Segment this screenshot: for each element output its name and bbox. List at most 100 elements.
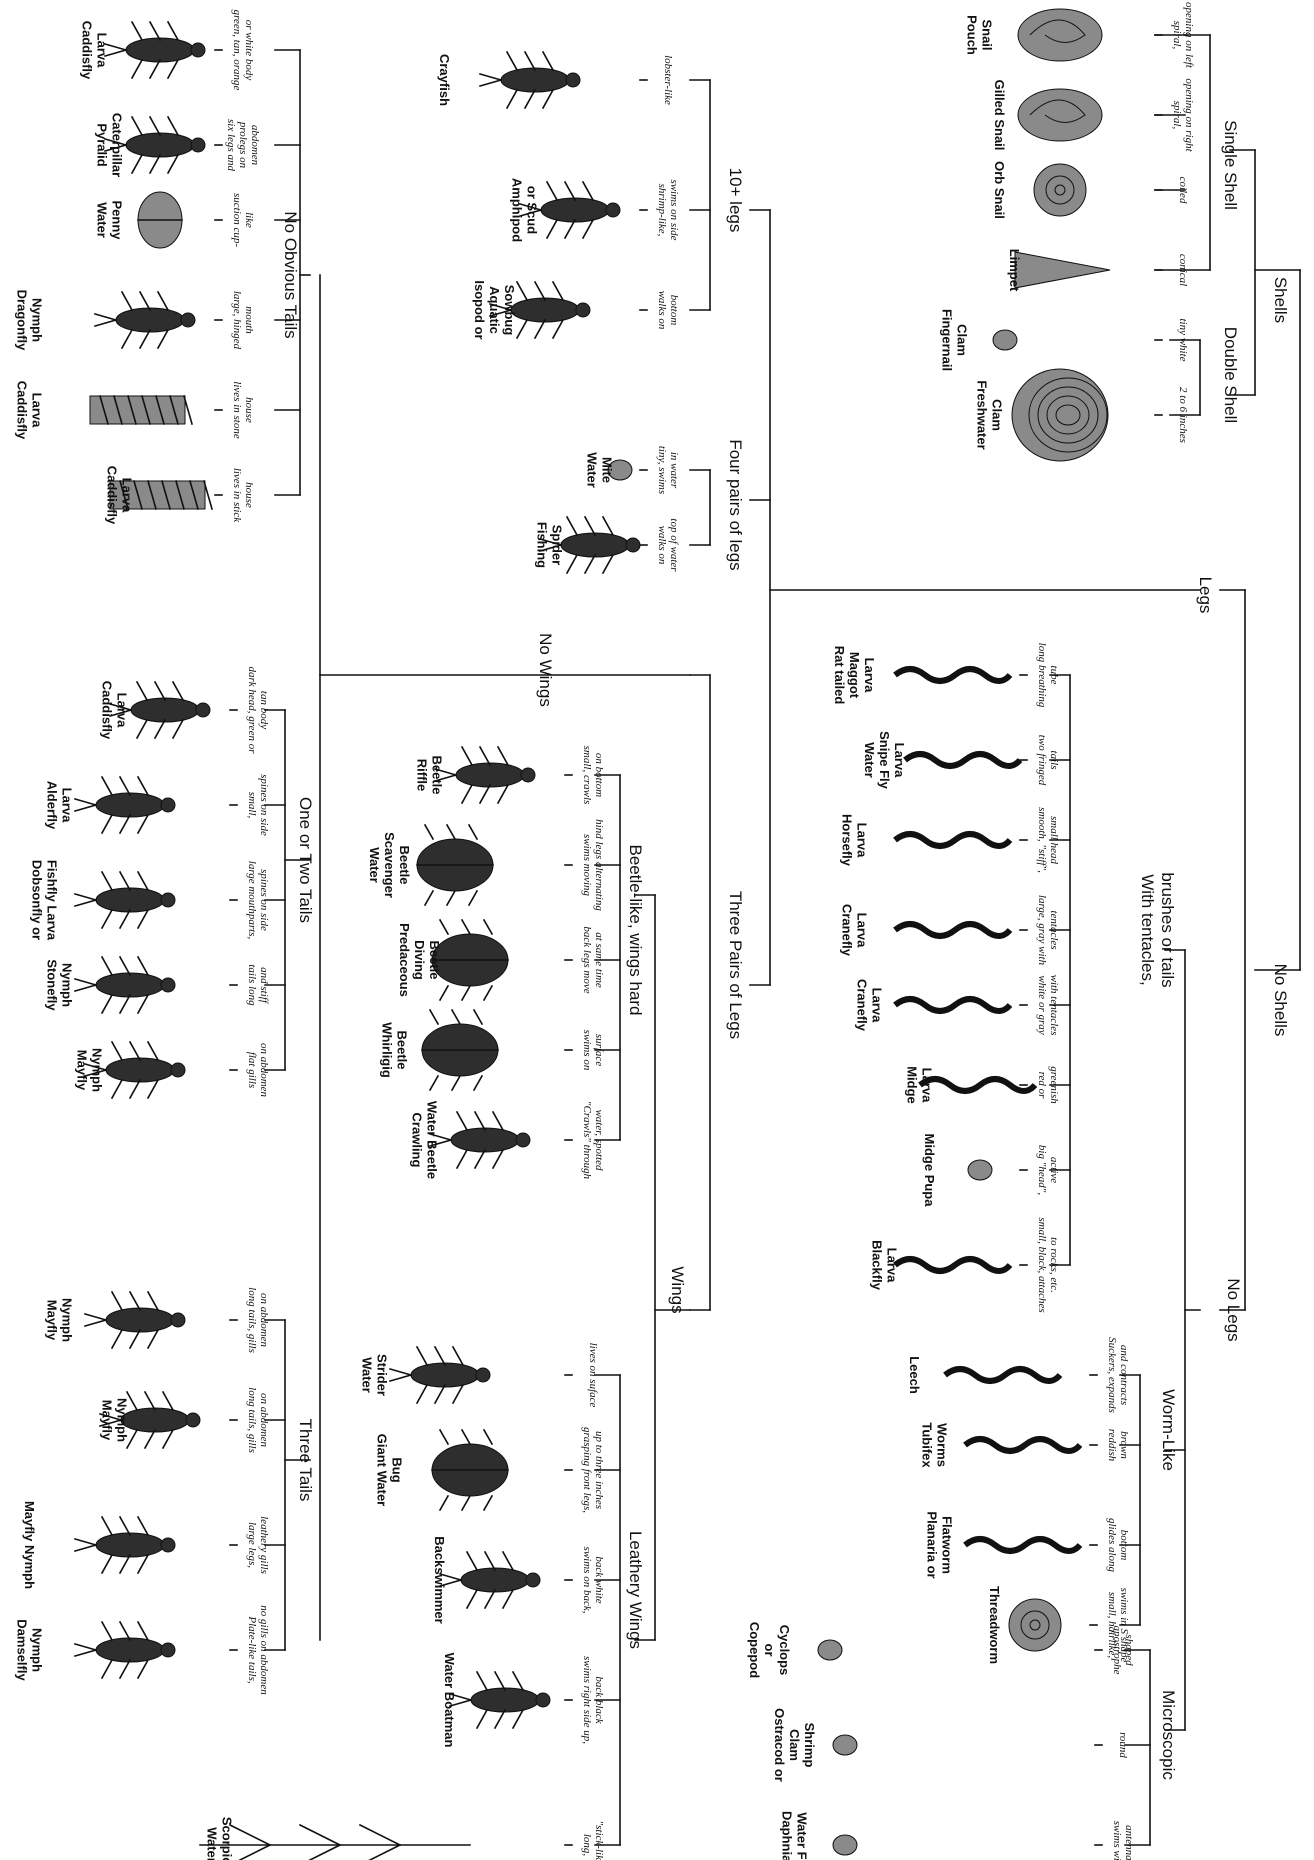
node-no-shells: No Shells bbox=[1271, 964, 1290, 1037]
node-legs: Legs bbox=[1196, 577, 1215, 614]
stonefly-nymph-description: tails longand stiff bbox=[246, 964, 270, 1006]
damselfly-nymph-name: DamselflyNymph bbox=[15, 1619, 45, 1681]
freshwater-clam-description: 2 to 6 inches bbox=[1177, 387, 1189, 443]
water-penny-illustration bbox=[138, 192, 182, 248]
daphnia-name: Daphnia orWater Flea bbox=[780, 1811, 810, 1860]
cranefly-larva-2-description: white or graywith tentacles bbox=[1036, 975, 1060, 1036]
mayfly-nymph-3-description: large legs,leathery gills bbox=[246, 1516, 270, 1574]
limpet-name: Limpet bbox=[1007, 249, 1022, 292]
caddisfly-larva-stick-name: CaddisflyLarva bbox=[105, 466, 135, 525]
cranefly-larva-2-name: CraneflyLarva bbox=[855, 979, 885, 1032]
gilled-snail-description: spiral,opening on right bbox=[1171, 78, 1195, 152]
key-labels: ShellsSingle ShellDouble ShellNo ShellsL… bbox=[15, 2, 1291, 1860]
copepod-description: apostropheshaped bbox=[1111, 1625, 1135, 1674]
cranefly-larva-1-illustration bbox=[895, 924, 1010, 936]
water-snipe-fly-illustration bbox=[905, 754, 1020, 766]
dobsonfly-larva-name: Dobsonfly orFishfly Larva bbox=[30, 860, 60, 941]
mayfly-nymph-3-illustration bbox=[75, 1517, 175, 1573]
threadworm-name: Threadworm bbox=[987, 1586, 1002, 1664]
caddisfly-larva-dark-name: CaddisflyLarva bbox=[100, 681, 130, 740]
backswimmer-description: swims on back,back white bbox=[581, 1547, 605, 1614]
orb-snail-description: coiled bbox=[1177, 177, 1189, 204]
damselfly-nymph-description: Plate-like tails,no gills on abdomen bbox=[246, 1605, 270, 1695]
node-no-legs: No Legs bbox=[1224, 1278, 1243, 1341]
node-four-pairs: Four pairs of legs bbox=[726, 439, 745, 570]
node-no-obvious-tails: No Obvious Tails bbox=[281, 211, 300, 338]
gilled-snail-name: Gilled Snail bbox=[992, 80, 1007, 151]
cranefly-larva-1-name: CraneflyLarva bbox=[840, 904, 870, 957]
orb-snail-illustration bbox=[1034, 164, 1086, 216]
mayfly-nymph-1-description: long tails, gillson abdomen bbox=[246, 1287, 270, 1353]
key-connector-lines bbox=[215, 35, 1300, 1845]
whirligig-beetle-illustration bbox=[422, 1010, 498, 1090]
stonefly-nymph-name: StoneflyNymph bbox=[45, 959, 75, 1011]
water-mite-description: tiny, swimsin water bbox=[656, 446, 680, 494]
node-three-tails: Three Tails bbox=[296, 1419, 315, 1502]
mayfly-nymph-flat-description: flat gillson abdomen bbox=[246, 1043, 270, 1098]
node-single-shell: Single Shell bbox=[1221, 120, 1240, 210]
predaceous-diving-beetle-illustration bbox=[432, 920, 508, 1000]
dobsonfly-larva-illustration bbox=[75, 872, 175, 928]
riffle-beetle-name: RiffleBeetle bbox=[415, 755, 445, 794]
freshwater-clam-illustration bbox=[1012, 369, 1108, 461]
water-penny-description: suction cup-like bbox=[231, 193, 255, 247]
amphipod-name: Amphipodor Scud bbox=[510, 178, 540, 242]
midge-larva-description: red orgreenish bbox=[1036, 1066, 1060, 1104]
gilled-snail-illustration bbox=[1018, 89, 1102, 141]
pouch-snail-name: PouchSnail bbox=[965, 15, 995, 55]
pyralid-caterpillar-name: PyralidCaterpillar bbox=[95, 113, 125, 177]
planaria-illustration bbox=[965, 1539, 1080, 1551]
backswimmer-illustration bbox=[440, 1552, 540, 1608]
node-beetle-like: Beetle-like, wings hard bbox=[626, 844, 645, 1015]
water-penny-name: WaterPenny bbox=[95, 200, 125, 240]
isopod-name: Isopod orAquaticSowbug bbox=[472, 280, 517, 339]
node-one-or-two-tails: One or Two Tails bbox=[296, 797, 315, 923]
copepod-name: CopepodorCyclops bbox=[747, 1622, 792, 1678]
midge-larva-illustration bbox=[920, 1079, 1035, 1091]
fingernail-clam-illustration bbox=[993, 330, 1017, 350]
water-snipe-fly-name: WaterSnipe FlyLarva bbox=[862, 731, 907, 790]
caddisfly-larva-stick-description: lives in stickhouse bbox=[231, 468, 255, 523]
fingernail-clam-name: FingernailClam bbox=[940, 309, 970, 371]
mayfly-nymph-2-description: long tails, gillson abdomen bbox=[246, 1387, 270, 1453]
water-mite-name: WaterMite bbox=[585, 452, 615, 488]
rat-tailed-maggot-name: Rat tailedMaggotLarva bbox=[832, 646, 877, 705]
isopod-description: walks onbottom bbox=[656, 291, 680, 330]
midge-pupa-description: big "head",active bbox=[1036, 1145, 1060, 1195]
water-scorpion-illustration bbox=[200, 1825, 470, 1860]
horsefly-larva-description: smooth, "stiff",small head bbox=[1036, 807, 1060, 873]
node-leathery-wings: Leathery Wings bbox=[626, 1531, 645, 1649]
leech-name: Leech bbox=[907, 1356, 922, 1394]
giant-water-bug-illustration bbox=[432, 1430, 508, 1510]
water-scorpion-name: WaterScorpion bbox=[205, 1817, 235, 1860]
dragonfly-nymph-name: DragonflyNymph bbox=[15, 290, 45, 351]
dobsonfly-larva-description: large mouthparts,spines on side bbox=[246, 861, 270, 940]
amphipod-description: shrimp-like,swims on side bbox=[656, 179, 680, 240]
water-boatman-name: Water Boatman bbox=[442, 1653, 457, 1748]
mayfly-nymph-3-name: Mayfly Nymph bbox=[22, 1501, 37, 1589]
water-boatman-illustration bbox=[450, 1672, 550, 1728]
ostracod-illustration bbox=[833, 1735, 857, 1755]
leech-illustration bbox=[945, 1369, 1060, 1381]
giant-water-bug-name: Giant WaterBug bbox=[375, 1434, 405, 1506]
giant-water-bug-description: grasping front legs,up to three inches bbox=[581, 1427, 605, 1513]
threadworm-illustration bbox=[1009, 1599, 1061, 1651]
blackfly-larva-illustration bbox=[895, 1259, 1010, 1271]
water-strider-illustration bbox=[390, 1347, 490, 1403]
mayfly-nymph-2-name: MayflyNymph bbox=[100, 1398, 130, 1442]
alderfly-larva-description: small,spines on side bbox=[246, 774, 270, 836]
stonefly-nymph-illustration bbox=[75, 957, 175, 1013]
crawling-water-beetle-description: "Crawls" throughwater, spotted bbox=[581, 1101, 605, 1180]
node-tentacles: With tentacles,brushes or tails bbox=[1138, 872, 1177, 987]
alderfly-larva-illustration bbox=[75, 777, 175, 833]
predaceous-diving-beetle-description: back legs moveat same time bbox=[581, 926, 605, 993]
planaria-description: glides alongbottom bbox=[1106, 1518, 1130, 1573]
backswimmer-name: Backswimmer bbox=[432, 1536, 447, 1623]
damselfly-nymph-illustration bbox=[75, 1622, 175, 1678]
caddisfly-larva-green-description: green, tan, orangeor white body bbox=[231, 10, 255, 91]
caddisfly-larva-stone-name: CaddisflyLarva bbox=[15, 381, 45, 440]
node-wings: Wings bbox=[668, 1266, 687, 1313]
crawling-water-beetle-illustration bbox=[430, 1112, 530, 1168]
pouch-snail-illustration bbox=[1018, 9, 1102, 61]
